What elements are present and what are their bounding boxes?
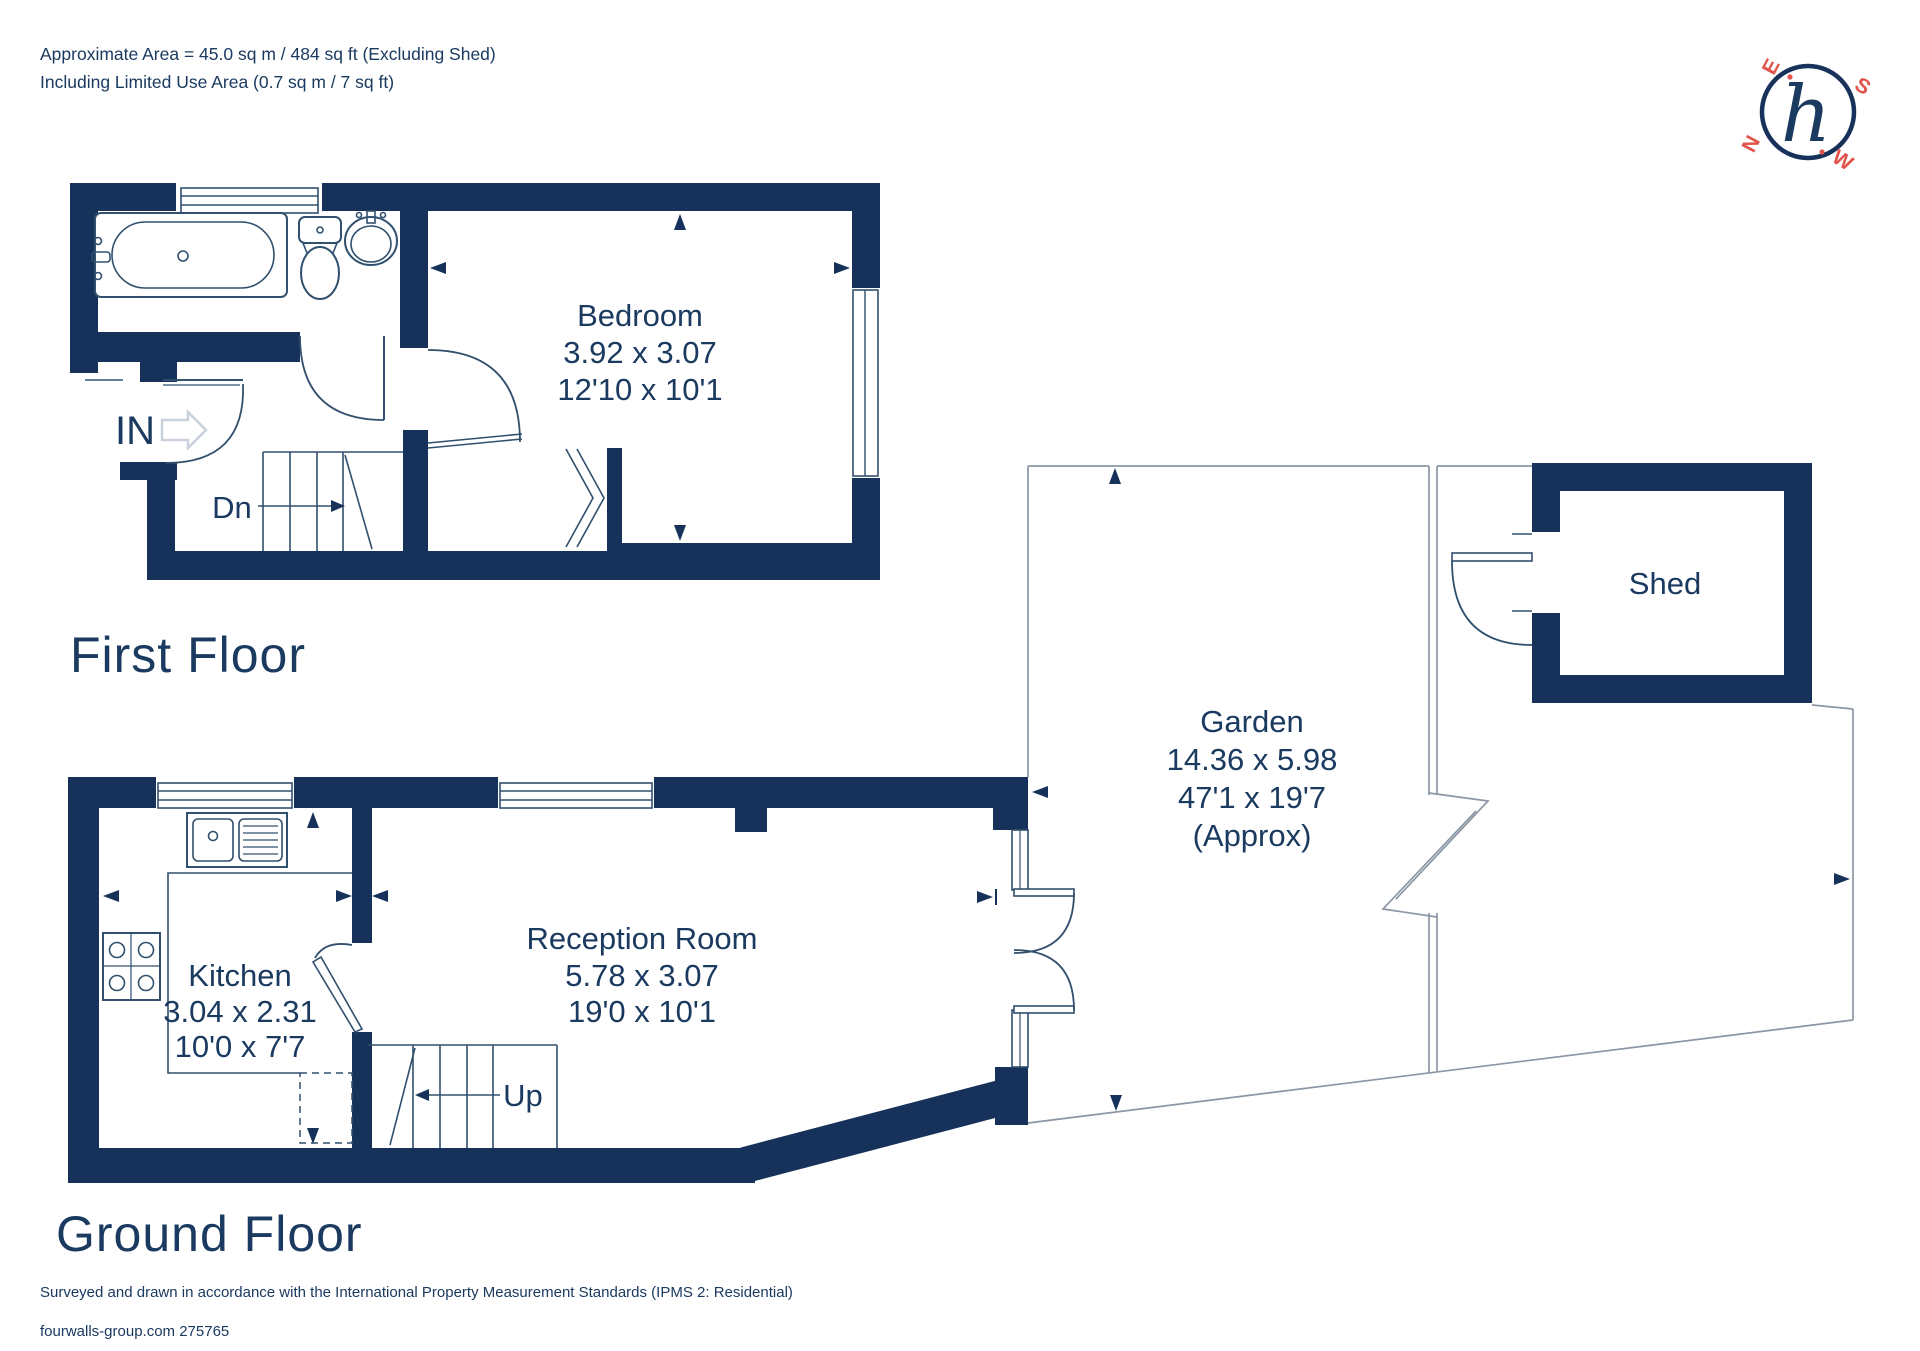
shed-door-leaf	[1451, 552, 1533, 562]
bedroom-door-arc	[427, 349, 521, 443]
sink	[344, 216, 398, 266]
garden-name: Garden	[1200, 704, 1303, 739]
french-door-arc-lower	[1013, 949, 1075, 1011]
in-arrow-icon	[160, 408, 208, 452]
kitchen-counter	[167, 872, 352, 1074]
kitchen-fixtures	[102, 812, 353, 1144]
bathtub	[94, 212, 288, 298]
limited-use-area-text: Including Limited Use Area (0.7 sq m / 7…	[40, 72, 394, 92]
survey-standards-text: Surveyed and drawn in accordance with th…	[40, 1284, 793, 1301]
entry-door-arc	[165, 383, 244, 464]
french-door-leaf-upper	[1013, 888, 1075, 897]
garden-dims-ft: 47'1 x 19'7	[1178, 780, 1326, 815]
compass-dot-w	[1819, 149, 1825, 155]
shed-interior	[1560, 491, 1784, 675]
compass-south: S	[1850, 73, 1874, 100]
first-floor-walls	[70, 183, 880, 580]
first-floor-dimension-arrows	[430, 214, 850, 541]
bedroom-dims-m: 3.92 x 3.07	[563, 335, 716, 370]
dn-arrow	[331, 500, 345, 512]
folding-door-symbol	[565, 448, 594, 548]
garden-approx: (Approx)	[1193, 818, 1312, 853]
dn-label: Dn	[212, 490, 252, 525]
shed-door-gap	[1532, 532, 1560, 613]
stairs-up	[368, 1044, 558, 1148]
ground-floor-plan: Kitchen 3.04 x 2.31 10'0 x 7'7 Reception…	[56, 777, 1075, 1262]
in-label: IN	[115, 409, 155, 453]
first-floor-windows	[176, 183, 880, 478]
reception-dims-m: 5.78 x 3.07	[565, 958, 718, 993]
ground-floor-title: Ground Floor	[56, 1206, 363, 1262]
up-label: Up	[503, 1078, 543, 1113]
bathroom-fixtures	[91, 210, 398, 300]
compass-monogram: h	[1781, 70, 1831, 160]
provider-reference-text: fourwalls-group.com 275765	[40, 1323, 229, 1340]
kitchen-window	[157, 782, 293, 809]
first-floor-title: First Floor	[70, 627, 306, 683]
toilet	[298, 216, 342, 244]
first-floor-plan: Bedroom 3.92 x 3.07 12'10 x 10'1 IN Dn F…	[70, 183, 880, 683]
kitchen-sink-unit	[186, 812, 288, 868]
kitchen-appliance-dashed	[299, 1072, 353, 1144]
bathroom-door-arc	[299, 335, 385, 421]
compass-logo: h E S N W	[1738, 55, 1875, 175]
reception-name: Reception Room	[527, 921, 758, 956]
reception-dims-ft: 19'0 x 10'1	[568, 994, 716, 1029]
stairs-down	[258, 451, 403, 551]
ground-floor-doors	[311, 888, 1075, 1034]
french-door-arc-upper	[1013, 892, 1075, 954]
reception-window	[499, 782, 653, 809]
garden-plan: Garden 14.36 x 5.98 47'1 x 19'7 (Approx)	[1027, 465, 1854, 1124]
first-floor-doors	[85, 335, 605, 548]
garden-boundary	[1027, 465, 1854, 1124]
ground-floor-dimension-arrows	[103, 812, 997, 1144]
approx-area-text: Approximate Area = 45.0 sq m / 484 sq ft…	[40, 44, 496, 64]
compass-north: N	[1738, 132, 1765, 156]
garden-dims-m: 14.36 x 5.98	[1167, 742, 1338, 777]
bedroom-door-leaf	[427, 433, 523, 444]
shed-name: Shed	[1629, 566, 1701, 601]
boundary-break-symbol	[1395, 792, 1490, 900]
bathroom-window	[180, 187, 319, 214]
kitchen-door-leaf	[311, 955, 364, 1034]
kitchen-dims-m: 3.04 x 2.31	[163, 994, 316, 1029]
up-arrow	[415, 1089, 429, 1101]
compass-circle	[1759, 63, 1857, 161]
french-door-leaf-lower	[1013, 1005, 1075, 1014]
bedroom-dims-ft: 12'10 x 10'1	[557, 372, 722, 407]
shed-plan: Shed	[1451, 463, 1812, 703]
ground-floor-windows	[156, 777, 1029, 1068]
shed-door-arc	[1451, 560, 1533, 646]
garden-dimension-arrows	[1032, 468, 1850, 1111]
kitchen-name: Kitchen	[188, 958, 291, 993]
bedroom-name: Bedroom	[577, 298, 703, 333]
kitchen-door-arc	[314, 943, 353, 959]
compass-dot-e	[1787, 74, 1793, 80]
kitchen-dims-ft: 10'0 x 7'7	[175, 1029, 306, 1064]
